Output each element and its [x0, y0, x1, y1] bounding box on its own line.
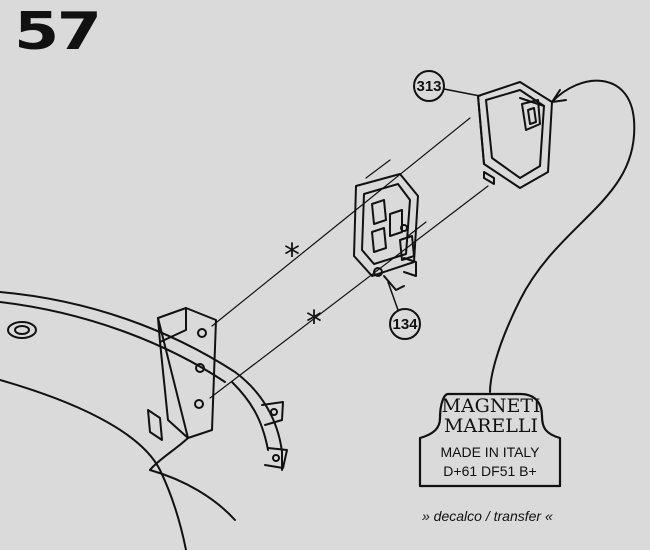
- decal-made-in-italy: MADE IN ITALY: [440, 444, 540, 460]
- regulator-base: [353, 173, 419, 291]
- decal-logo-line1: MAGNETI: [441, 395, 540, 417]
- step-number: 57: [14, 2, 102, 62]
- callout-134-marker: [387, 281, 421, 340]
- assembly-leader-lines: [209, 117, 489, 399]
- callout-313-marker: [413, 70, 481, 102]
- chassis-body: [0, 291, 288, 550]
- callout-134-label: 134: [392, 316, 418, 333]
- decal-caption: » decalco / transfer «: [422, 508, 553, 524]
- mounting-bracket: [147, 307, 217, 471]
- fastener-mark-upper: *: [284, 236, 300, 274]
- wire-arrowhead: [551, 89, 567, 103]
- decal-logo-line2: MARELLI: [444, 415, 538, 437]
- wire-lead: [489, 79, 636, 393]
- fastener-mark-lower: *: [306, 303, 322, 341]
- callout-313-label: 313: [416, 78, 441, 95]
- decal-outline: [418, 392, 562, 488]
- regulator-cover: [477, 81, 553, 189]
- decal-terminal-codes: D+61 DF51 B+: [443, 463, 536, 479]
